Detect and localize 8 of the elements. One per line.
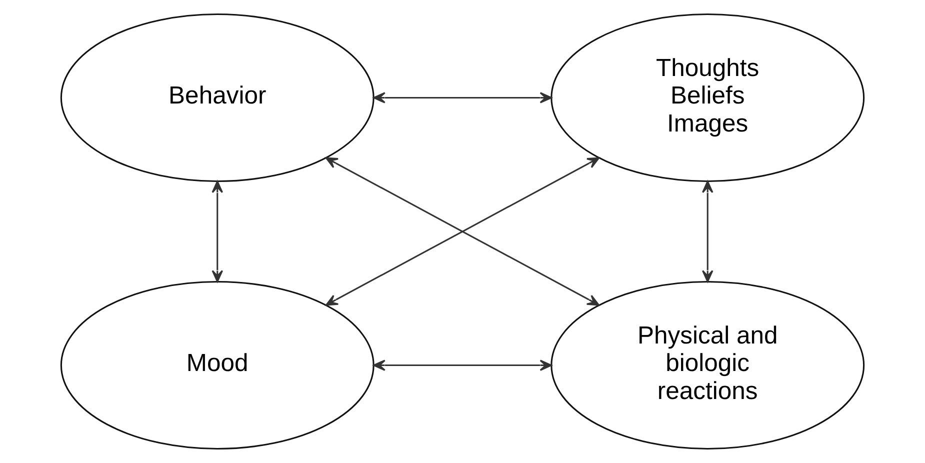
arrow: [373, 92, 552, 104]
arrow: [212, 180, 224, 282]
node-ellipse: Behavior: [60, 13, 374, 182]
node-ellipse: Thoughts Beliefs Images: [550, 13, 865, 182]
node-ellipse: Physical and biologic reactions: [550, 280, 865, 450]
node-ellipse: Mood: [60, 280, 374, 450]
arrow: [702, 180, 714, 282]
arrow: [373, 360, 552, 371]
